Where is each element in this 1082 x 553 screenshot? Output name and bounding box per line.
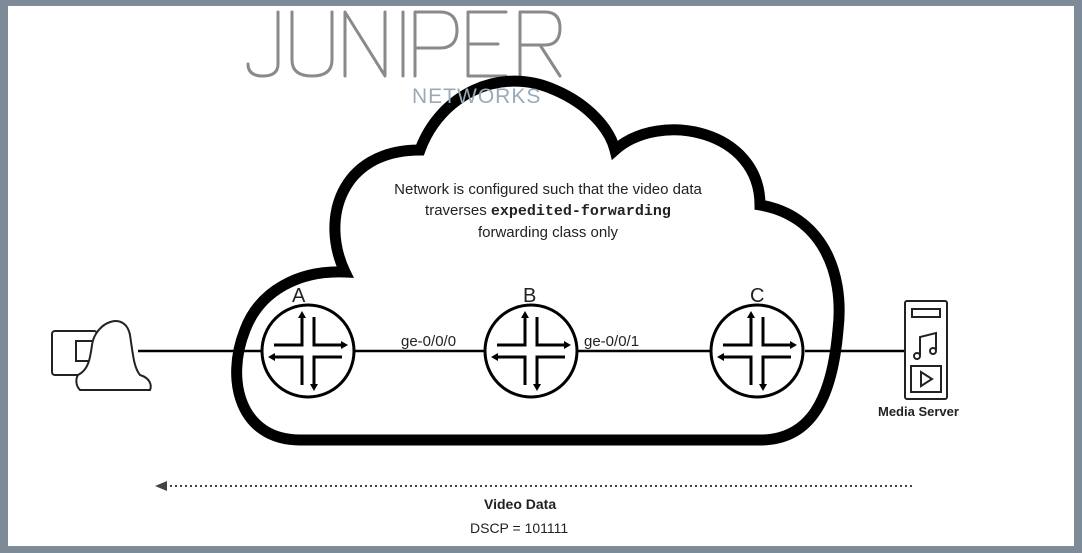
router-a-label: A	[292, 285, 306, 307]
router-a-icon	[260, 303, 356, 399]
caption-line-2: traverses expedited-forwarding	[348, 200, 748, 222]
dscp-label: DSCP = 101111	[470, 520, 569, 536]
logo-letter-r	[518, 10, 562, 78]
caption-line-1: Network is configured such that the vide…	[394, 181, 702, 198]
media-server-label: Media Server	[878, 404, 959, 419]
router-c-label: C	[750, 285, 765, 307]
logo-letter-j	[246, 10, 280, 78]
diagram-canvas: NETWORKS Network is configured such that…	[8, 6, 1074, 546]
interface-ge-0-0-1: ge-0/0/1	[584, 333, 640, 350]
routers	[260, 303, 805, 399]
logo-letter-e	[466, 10, 508, 78]
juniper-logo	[246, 10, 562, 78]
forwarding-class-code: expedited-forwarding	[490, 203, 671, 220]
media-server-icon	[904, 300, 948, 400]
router-c-icon	[709, 303, 805, 399]
diagram-graphics	[51, 10, 948, 491]
caption-prefix: traverses	[425, 202, 491, 219]
video-data-label: Video Data	[484, 496, 557, 512]
logo-letter-u	[290, 10, 334, 78]
router-b-label: B	[523, 285, 537, 307]
interface-ge-0-0-0: ge-0/0/0	[401, 333, 457, 350]
arrow-head-icon	[155, 481, 167, 491]
logo-letter-p	[413, 10, 459, 78]
logo-networks: NETWORKS	[412, 85, 542, 108]
logo-letter-n	[343, 10, 387, 78]
router-b-icon	[483, 303, 579, 399]
caption-line-3: forwarding class only	[477, 224, 619, 241]
client-user-icon	[51, 320, 152, 391]
cloud-caption: Network is configured such that the vide…	[348, 179, 748, 243]
